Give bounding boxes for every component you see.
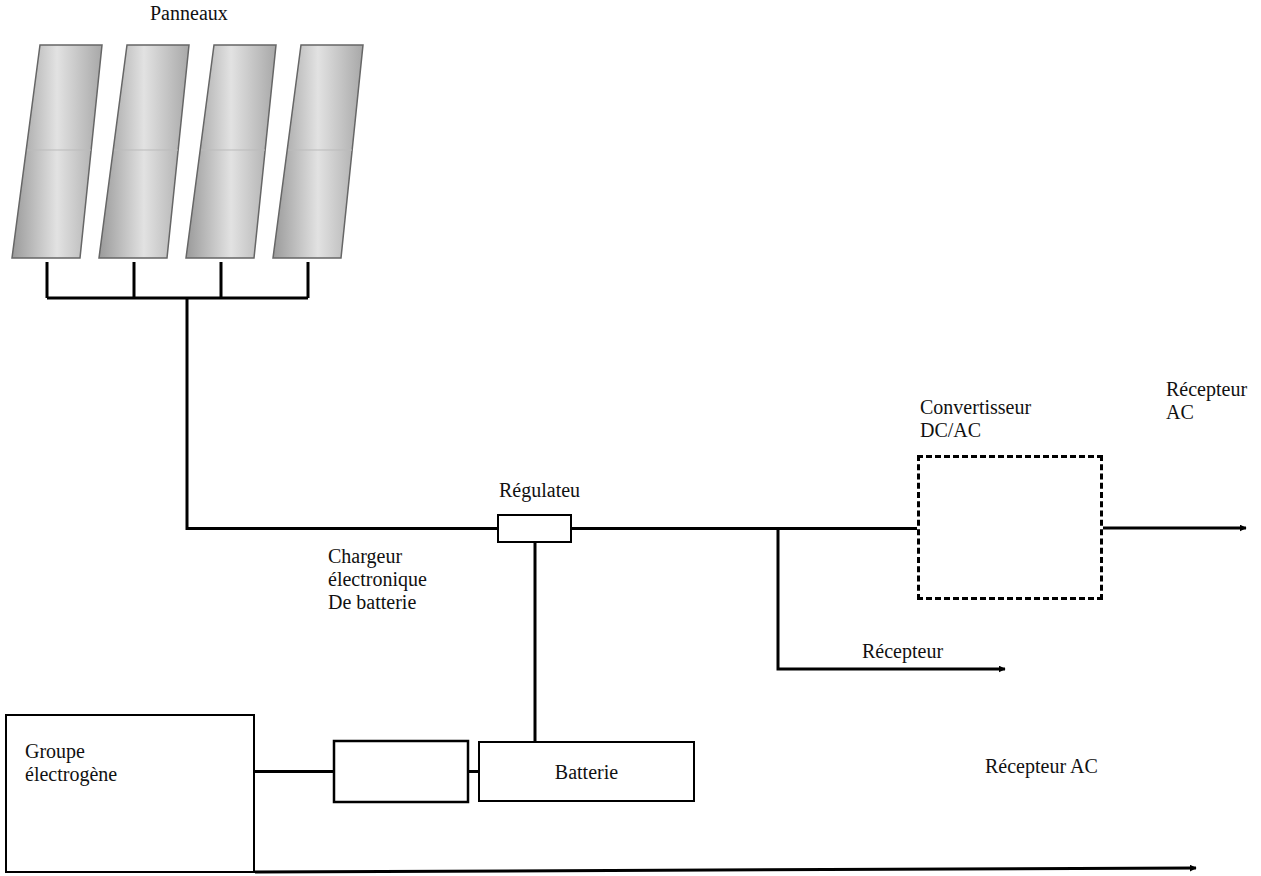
wire <box>255 770 478 773</box>
node-label: Batterie <box>480 760 693 783</box>
converter-box: Convertisseur DC/AC <box>917 455 1103 600</box>
node-label: Convertisseur DC/AC <box>920 396 1045 442</box>
wire <box>187 300 497 529</box>
receiver-label: Récepteur AC <box>985 755 1145 778</box>
ac-output-wire <box>1103 527 1246 530</box>
node-label: Régulateu <box>499 479 619 502</box>
wire <box>572 527 917 530</box>
generator-ac-wire <box>255 868 1196 872</box>
solar-panel <box>12 45 102 258</box>
charger-label: Chargeur électronique De batterie <box>328 545 453 614</box>
solar-panel <box>186 45 276 258</box>
node-label: Groupe électrogène <box>25 740 140 786</box>
node-label: Panneaux <box>150 2 350 25</box>
wire <box>534 543 537 741</box>
solar-panels <box>5 0 380 300</box>
panel-array: Panneaux <box>5 0 380 300</box>
receiver-label: Récepteur AC <box>1166 378 1256 424</box>
solar-panel <box>99 45 189 258</box>
generator-box: Groupe électrogène <box>5 714 255 873</box>
regulator-box: Régulateu <box>497 514 572 543</box>
charger-rect <box>334 741 468 802</box>
receiver-label: Récepteur <box>862 640 1012 663</box>
solar-panel <box>273 45 363 258</box>
battery-box: Batterie <box>478 741 695 802</box>
